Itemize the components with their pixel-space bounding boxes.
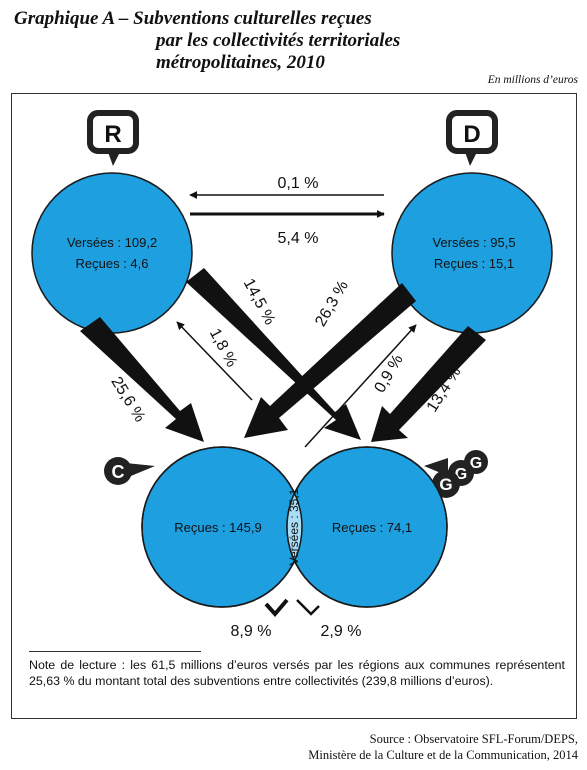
- regions-versees: Versées : 109,2: [67, 235, 157, 250]
- badge-departements-icon: D: [446, 110, 498, 166]
- badge-groupements-icon: G G G: [424, 450, 488, 498]
- regions-circle: [31, 172, 193, 334]
- arrow-d-to-communes: [244, 283, 416, 438]
- title-line-2: par les collectivités territoriales: [156, 30, 401, 51]
- badge-regions-icon: R: [87, 110, 139, 166]
- source-line-1: Source : Observatoire SFL-Forum/DEPS,: [369, 732, 578, 746]
- arrow-communes-to-r: [176, 321, 253, 401]
- source-line-2: Ministère de la Culture et de la Communi…: [308, 748, 578, 762]
- arrow-r-to-groupements: [186, 268, 361, 440]
- reading-note: Note de lecture : les 61,5 millions d’eu…: [29, 658, 565, 688]
- communes-recues: Reçues : 145,9: [174, 520, 261, 535]
- flow-label-groupements-to-d: 0,9 %: [372, 352, 407, 396]
- badge-communes-letter: C: [112, 462, 125, 482]
- arrow-groupements-to-d: [304, 324, 417, 448]
- departements-recues: Reçues : 15,1: [434, 256, 514, 271]
- flow-label-to-groupements: 2,9 %: [321, 623, 362, 640]
- note-divider: [29, 651, 201, 652]
- flow-label-d-to-communes: 26,3 %: [312, 278, 352, 330]
- flow-label-r-to-d: 5,4 %: [278, 230, 319, 247]
- arrow-d-to-groupements: [371, 326, 486, 442]
- arrow-to-communes: [264, 598, 289, 618]
- flow-label-communes-to-r: 1,8 %: [206, 326, 240, 370]
- departements-circle: [391, 172, 553, 334]
- arrow-r-to-communes: [80, 317, 204, 442]
- title-line-3: métropolitaines, 2010: [156, 52, 325, 73]
- arrow-to-groupements: [296, 599, 320, 616]
- title-line-1: Graphique A – Subventions culturelles re…: [14, 8, 372, 29]
- badge-departements-letter: D: [463, 121, 480, 148]
- diagram-frame: [11, 93, 577, 719]
- flow-label-d-to-r: 0,1 %: [278, 175, 319, 192]
- source-note: Source : Observatoire SFL-Forum/DEPS, Mi…: [308, 731, 578, 763]
- chart-title: Graphique A – Subventions culturelles re…: [14, 8, 400, 74]
- unit-label: En millions d’euros: [487, 74, 578, 86]
- groupements-recues: Reçues : 74,1: [332, 520, 412, 535]
- badge-communes-icon: C: [104, 457, 155, 485]
- flow-label-to-communes: 8,9 %: [231, 623, 272, 640]
- departements-versees: Versées : 95,5: [432, 235, 515, 250]
- regions-recues: Reçues : 4,6: [76, 256, 149, 271]
- intersection-versees: Versées : 35,1: [287, 488, 301, 565]
- badge-regions-letter: R: [104, 121, 121, 148]
- badge-groupements-letter-1: G: [439, 475, 452, 494]
